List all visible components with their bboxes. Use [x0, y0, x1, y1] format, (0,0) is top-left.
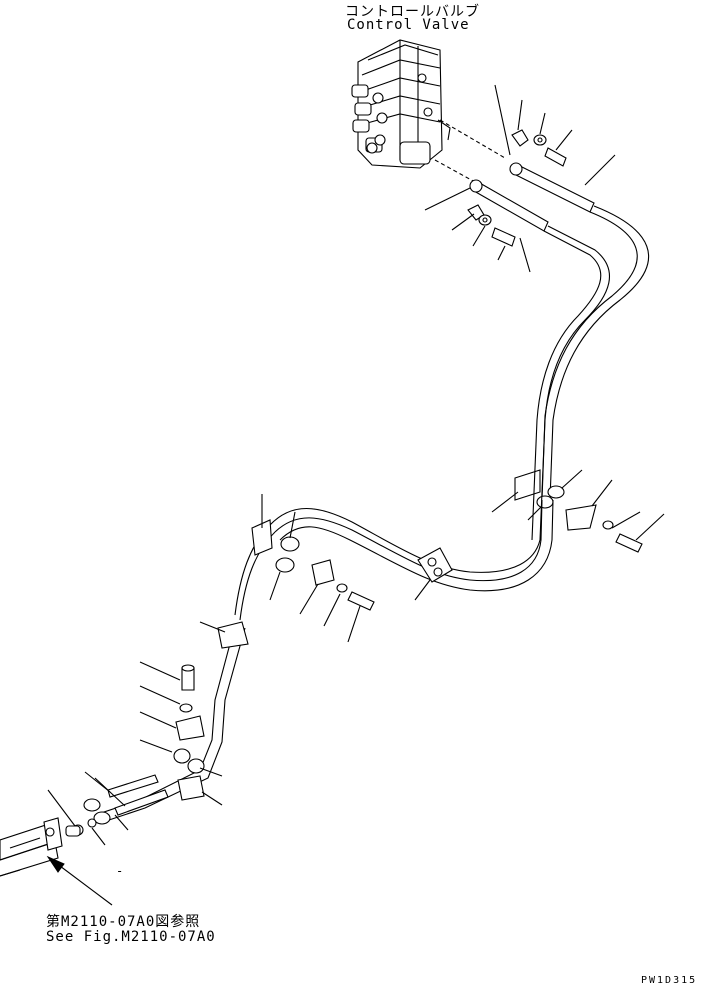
center-clamp: [414, 547, 453, 601]
control-valve: [351, 39, 451, 169]
reference-label-jp: 第M2110-07A0図参照: [46, 914, 201, 930]
dash-mark: -: [116, 864, 124, 878]
control-valve-label-jp: コントロールバルブ: [345, 4, 480, 20]
left-lower-clamp: [139, 661, 223, 806]
upper-tube: [469, 162, 650, 501]
leader-lines-top: [424, 84, 616, 273]
left-upper-clamp: [199, 494, 375, 649]
lower-tube: [94, 419, 554, 824]
reference-arrow: [46, 855, 113, 906]
valve-fittings: [467, 129, 567, 247]
right-clamp: [491, 469, 665, 553]
control-valve-label-en: Control Valve: [347, 17, 470, 33]
tube-ends: [47, 771, 169, 846]
connector-block: [0, 817, 81, 877]
drawing-code: PW1D315: [641, 975, 698, 986]
reference-label-en: See Fig.M2110-07A0: [46, 929, 216, 945]
